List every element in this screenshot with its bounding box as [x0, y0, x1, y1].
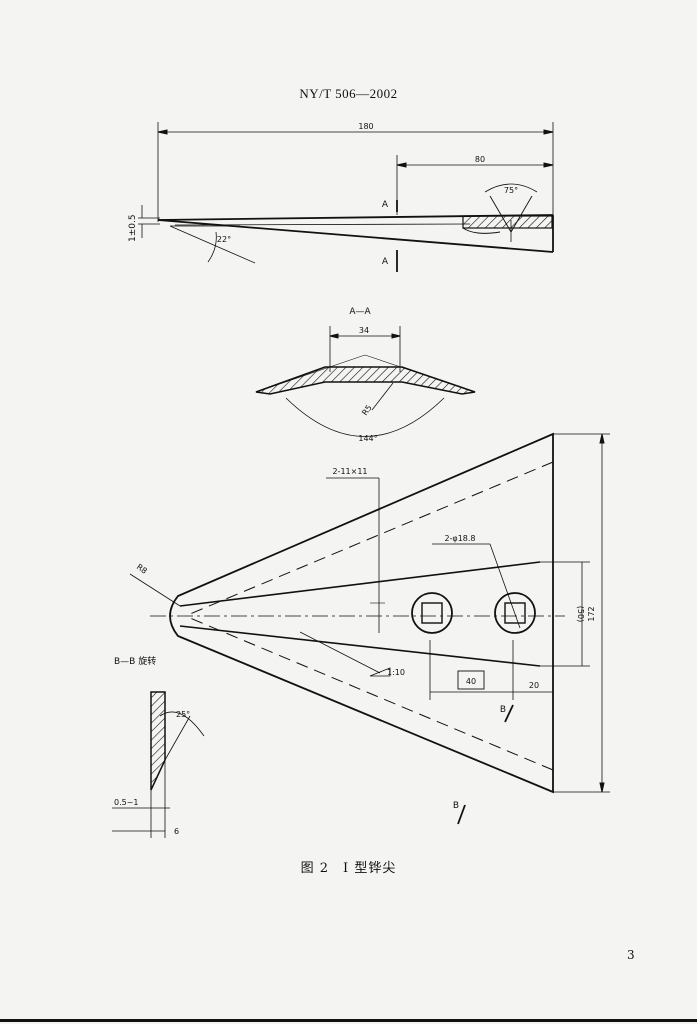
section-b-upper: B	[500, 705, 506, 715]
section-a-upper: A	[382, 200, 389, 210]
section-bb-title: B—B 旋转	[114, 655, 156, 667]
angle-22-label: 22°	[217, 235, 231, 244]
dim-50-label: (50)	[576, 606, 585, 622]
figure-caption: 图 2 I 型铧尖	[300, 861, 397, 876]
dim-6-label: 6	[174, 827, 179, 836]
section-b-lower: B	[453, 801, 459, 811]
dim-thickness-label: 0.5~1	[114, 798, 139, 807]
angle-144-label: 144°	[358, 434, 377, 443]
holes-round-label: 2-φ18.8	[444, 534, 475, 543]
section-a-lower: A	[382, 257, 389, 267]
document-header: NY/T 506—2002	[299, 86, 398, 101]
dim-80-label: 80	[475, 155, 485, 164]
page-number: 3	[627, 948, 635, 962]
taper-label: 1:10	[387, 668, 405, 677]
angle-75-label: 75°	[504, 186, 518, 195]
section-aa-title: A—A	[349, 307, 371, 317]
bottom-rule	[0, 1019, 697, 1022]
side-view	[138, 122, 554, 272]
plan-view	[129, 432, 610, 825]
section-aa-view	[255, 326, 476, 437]
dim-40-label: 40	[466, 677, 476, 686]
radius-r5-label: R5	[360, 403, 373, 417]
dim-20-label: 20	[529, 681, 539, 690]
holes-square-label: 2-11×11	[332, 467, 367, 476]
angle-25-label: 25°	[176, 710, 190, 719]
radius-r8-label: R8	[135, 562, 149, 575]
dim-34-label: 34	[359, 326, 369, 335]
section-bb-view	[112, 691, 205, 838]
tolerance-label: 1±0.5	[128, 214, 138, 242]
dim-180-label: 180	[358, 122, 373, 131]
dim-172-label: 172	[587, 606, 596, 621]
